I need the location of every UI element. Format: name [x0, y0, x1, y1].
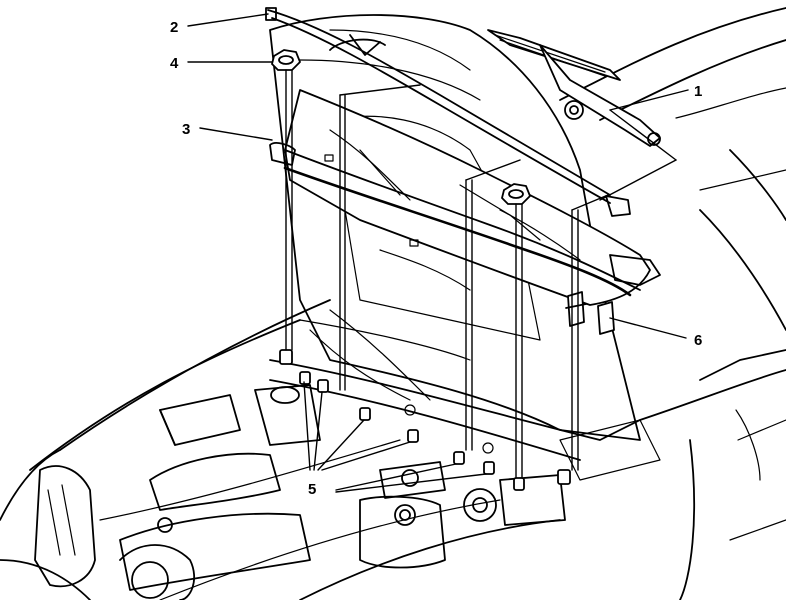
- callout-4: 4: [170, 55, 179, 72]
- callout-1: 1: [694, 83, 702, 100]
- seal-strip: [265, 7, 631, 217]
- callout-6: 6: [694, 332, 702, 349]
- car-body: [0, 7, 786, 600]
- guide-lines: [285, 69, 609, 479]
- callout-3: 3: [182, 121, 190, 138]
- grommets-5: [279, 349, 571, 491]
- wiper-arm: [487, 29, 661, 147]
- callout-leaders: [187, 13, 689, 493]
- center-nut: [501, 183, 531, 205]
- callout-5: 5: [308, 481, 316, 498]
- callout-labels: 1 2 3 4 5 6: [170, 19, 702, 498]
- nut-4: [271, 49, 301, 71]
- callout-2: 2: [170, 19, 178, 36]
